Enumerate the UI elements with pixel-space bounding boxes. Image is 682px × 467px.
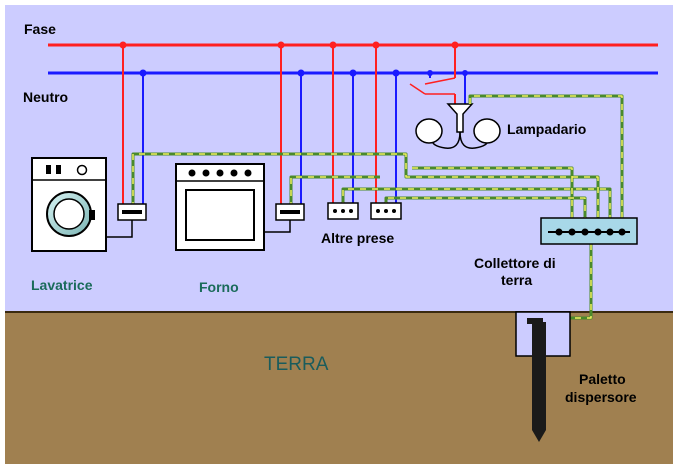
paletto-dispersore [515, 311, 571, 442]
presa-2 [370, 202, 402, 220]
collettore-label-line1: Collettore di [474, 255, 556, 271]
forno-label: Forno [199, 279, 239, 295]
presa1-wires [329, 41, 357, 208]
forno-icon [175, 163, 265, 251]
lavatrice-socket [106, 203, 147, 238]
neutro-label: Neutro [23, 89, 68, 105]
ground-area [5, 312, 673, 464]
collettore-label-line2: terra [501, 272, 532, 288]
paletto-label-line2: dispersore [565, 389, 637, 405]
presa-1 [327, 202, 359, 220]
lavatrice-icon [31, 157, 107, 252]
collettore-di-terra [540, 217, 638, 245]
presa2-wires [372, 41, 400, 208]
terra-label: TERRA [264, 354, 329, 375]
forno-socket [264, 203, 305, 233]
altre-prese-label: Altre prese [321, 230, 394, 246]
fase-label: Fase [24, 21, 56, 37]
lampadario-icon [415, 103, 501, 149]
forno-wires [277, 41, 305, 208]
lampadario-label: Lampadario [507, 121, 586, 137]
paletto-label-line1: Paletto [579, 371, 626, 387]
lavatrice-label: Lavatrice [31, 277, 93, 293]
lampadario-wires [409, 41, 468, 104]
lavatrice-wires [119, 41, 147, 208]
wall-background [5, 5, 673, 312]
